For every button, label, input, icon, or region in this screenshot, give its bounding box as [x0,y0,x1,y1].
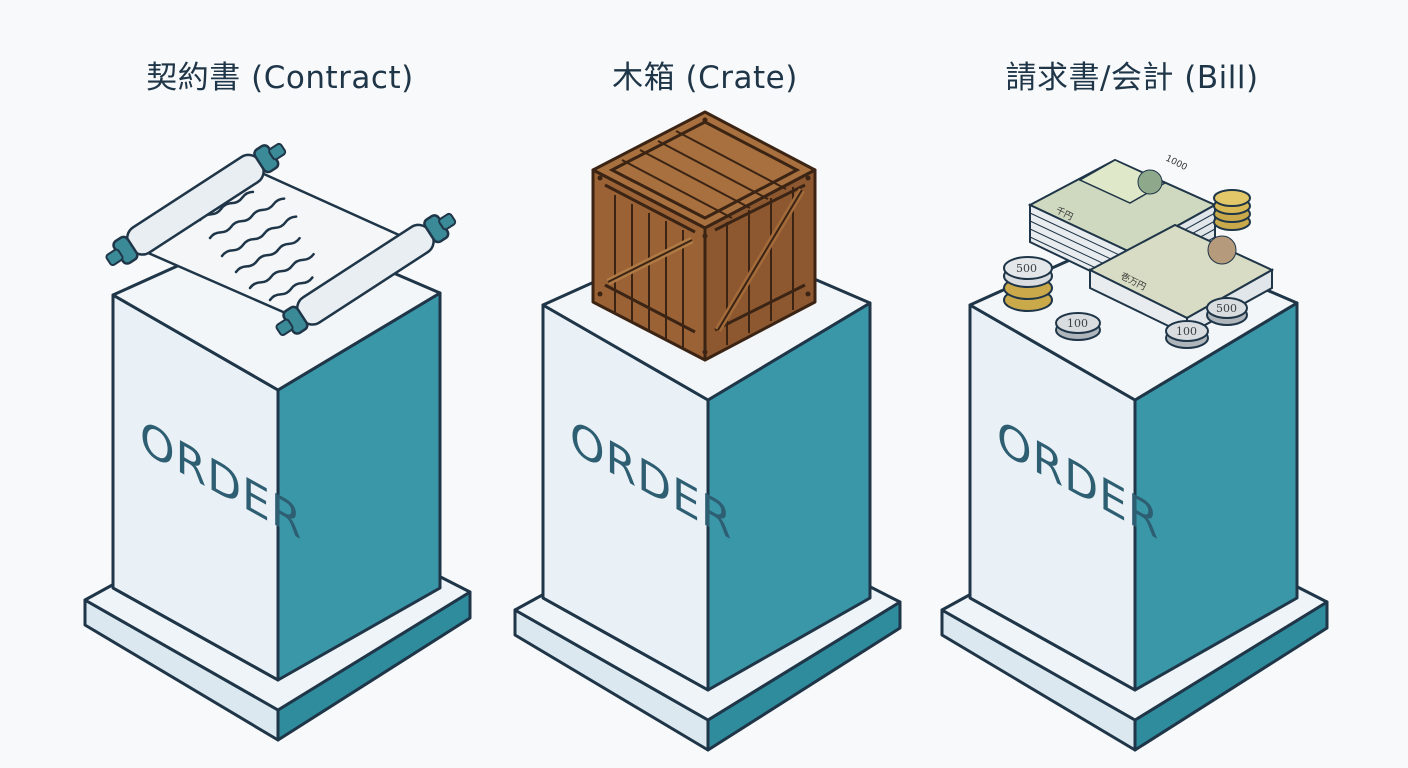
scroll-icon [105,142,457,336]
coin-100-left: 100 [1055,312,1101,341]
crate-icon [591,110,817,362]
svg-text:500: 500 [1016,262,1037,275]
note-value: 1000 [1164,154,1189,173]
coin-100-right: 100 [1165,320,1209,349]
pedestal-contract: ORDER [83,220,472,742]
pedestal-crate: ORDER [513,230,902,752]
coin-stack-gold [1213,189,1251,231]
svg-text:100: 100 [1067,317,1088,330]
svg-text:500: 500 [1216,302,1237,315]
panel-title-contract: 契約書 (Contract) [146,60,414,96]
money-stack-icon: 千円 1000 壱万円 500 100 100 [1003,154,1275,349]
coin-500-left: 500 [1003,256,1053,312]
svg-text:100: 100 [1176,325,1197,338]
panel-title-bill: 請求書/会計 (Bill) [1005,60,1259,96]
coin-500-right: 500 [1206,297,1248,326]
panel-title-crate: 木箱 (Crate) [612,60,798,96]
pedestal-bill: ORDER [940,230,1329,752]
